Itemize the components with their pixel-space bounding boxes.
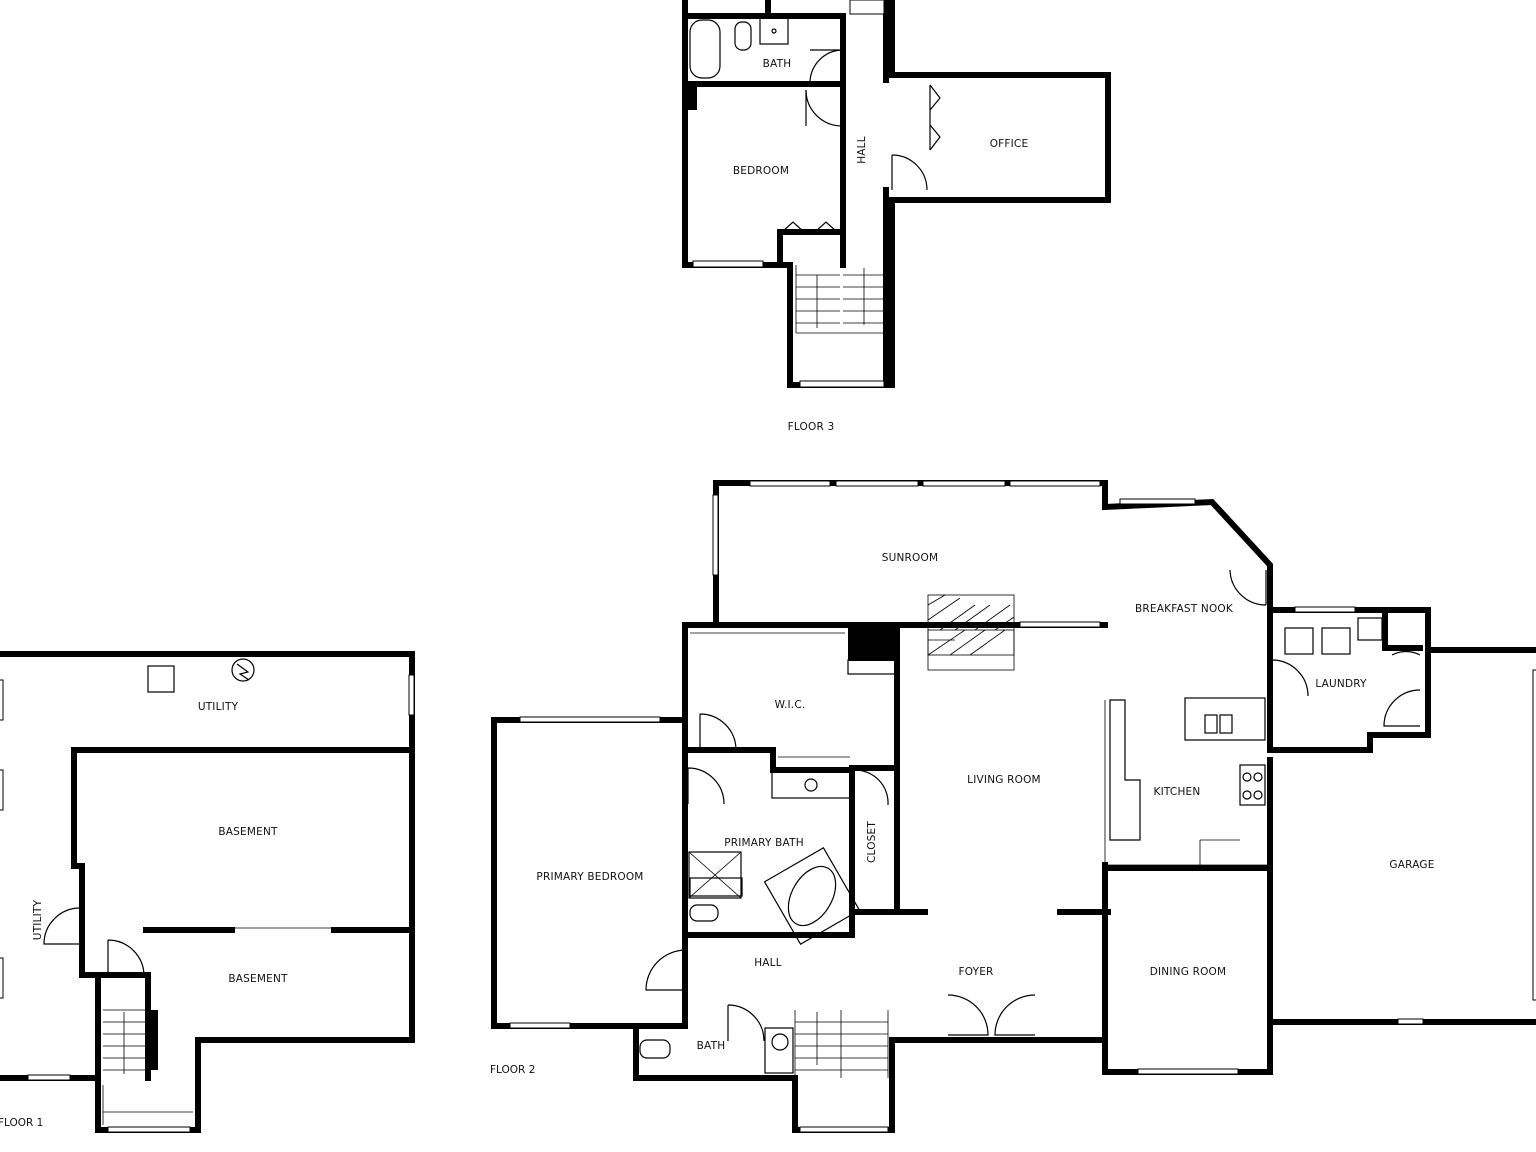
room-label-f2-foyer: FOYER	[958, 966, 993, 978]
room-label-f2-laundry: LAUNDRY	[1315, 678, 1367, 690]
room-label-f2-kitchen: KITCHEN	[1154, 786, 1201, 798]
room-label-f2-closet: CLOSET	[866, 821, 878, 863]
floor-1-plan	[0, 651, 415, 1133]
room-label-f2-wic: W.I.C.	[775, 699, 806, 711]
room-label-f2-hall: HALL	[754, 957, 782, 969]
room-label-f1-utility-top: UTILITY	[198, 701, 239, 713]
room-label-f2-breakfast-nook: BREAKFAST NOOK	[1135, 603, 1234, 615]
room-label-f3-hall: HALL	[856, 136, 868, 164]
floor-label-1: FLOOR 1	[0, 1117, 43, 1129]
room-label-f3-office: OFFICE	[990, 138, 1029, 150]
room-label-f1-basement-lower: BASEMENT	[228, 973, 288, 985]
room-label-f2-primary-bedroom: PRIMARY BEDROOM	[536, 871, 643, 883]
room-label-f2-sunroom: SUNROOM	[882, 552, 939, 564]
floor-2-plan	[491, 480, 1536, 1133]
room-label-f2-bath: BATH	[697, 1040, 726, 1052]
floor-label-2: FLOOR 2	[490, 1064, 535, 1076]
room-label-f3-bath: BATH	[763, 58, 792, 70]
floor-3-walls	[682, 0, 1111, 388]
room-label-f2-primary-bath: PRIMARY BATH	[724, 837, 804, 849]
room-label-f2-living-room: LIVING ROOM	[967, 774, 1041, 786]
room-label-f2-garage: GARAGE	[1389, 859, 1434, 871]
room-label-f1-basement-upper: BASEMENT	[218, 826, 278, 838]
floor-3-plan	[682, 0, 1111, 388]
room-label-f3-bedroom: BEDROOM	[733, 165, 789, 177]
room-label-f1-utility-side: UTILITY	[32, 899, 44, 940]
floor-label-3: FLOOR 3	[788, 421, 835, 433]
room-label-f2-dining-room: DINING ROOM	[1150, 966, 1227, 978]
